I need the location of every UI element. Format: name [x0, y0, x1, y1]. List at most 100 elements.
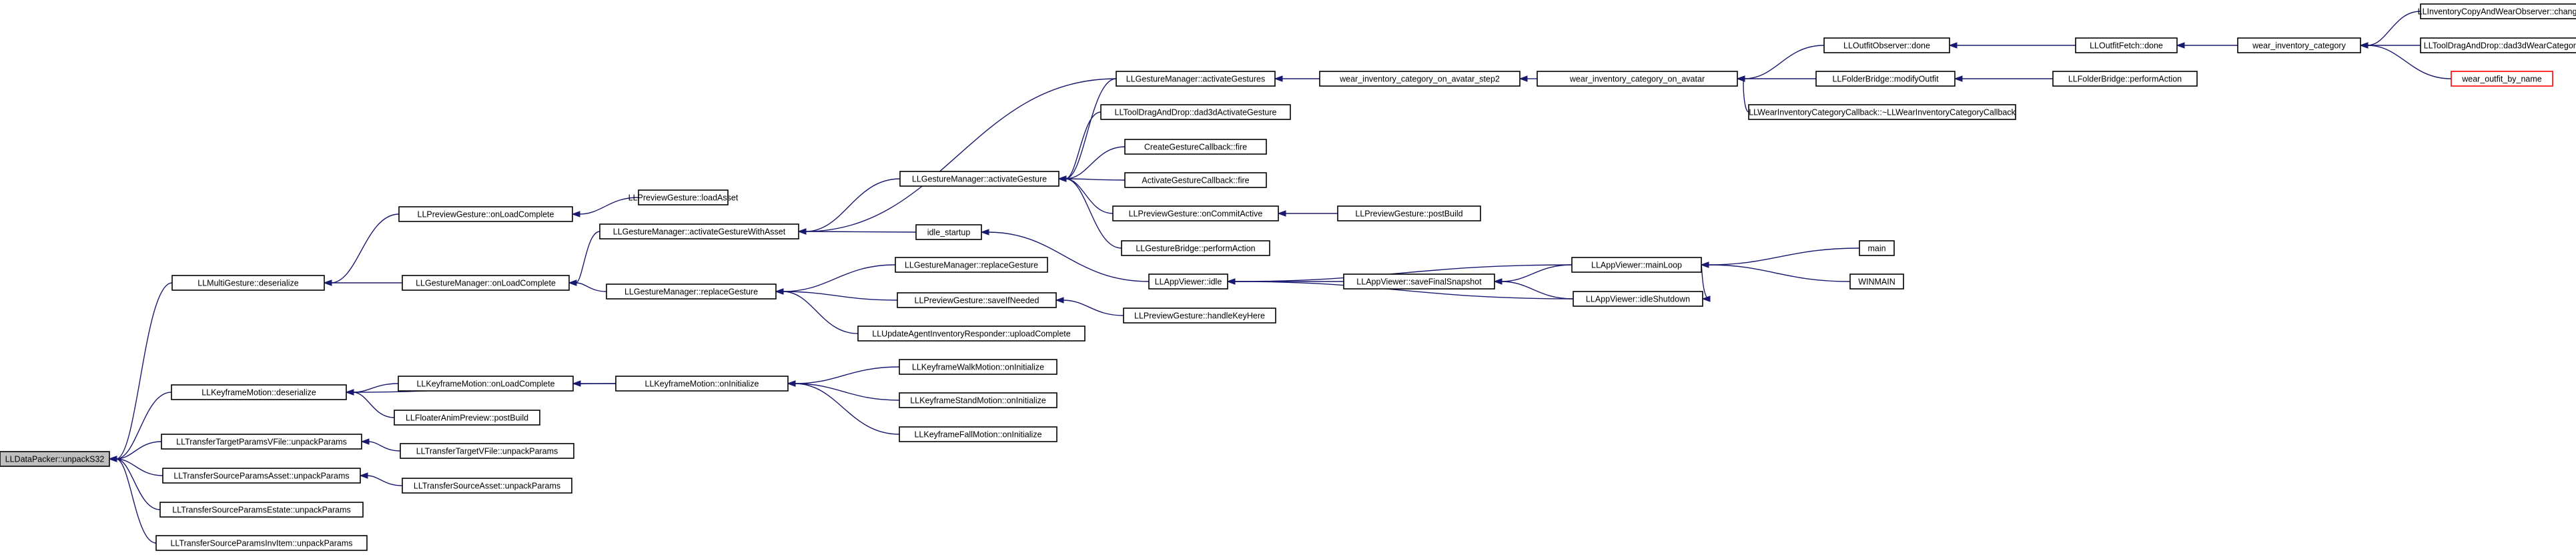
node-box[interactable] — [1116, 71, 1276, 87]
graph-node[interactable]: LLKeyframeStandMotion::onInitialize — [899, 392, 1057, 408]
node-box[interactable] — [155, 535, 368, 551]
node-box[interactable] — [398, 206, 573, 222]
graph-node[interactable]: LLTransferSourceParamsAsset::unpackParam… — [162, 468, 361, 484]
node-box[interactable] — [394, 410, 540, 426]
node-box[interactable] — [171, 275, 325, 291]
node-box[interactable] — [857, 326, 1086, 342]
node-box[interactable] — [615, 376, 789, 392]
graph-node[interactable]: wear_inventory_category_on_avatar_step2 — [1319, 71, 1521, 87]
graph-node[interactable]: LLGestureManager::activateGesture — [899, 171, 1059, 187]
node-box[interactable] — [400, 443, 574, 459]
graph-node[interactable]: LLKeyframeMotion::deserialize — [171, 384, 347, 400]
node-box[interactable] — [1823, 37, 1950, 53]
graph-node[interactable]: LLPreviewGesture::postBuild — [1337, 205, 1481, 221]
node-box[interactable] — [402, 275, 570, 291]
graph-node[interactable]: CreateGestureCallback::fire — [1124, 139, 1267, 155]
graph-node[interactable]: LLTransferSourceParamsInvItem::unpackPar… — [155, 535, 368, 551]
graph-node[interactable]: LLTransferSourceParamsEstate::unpackPara… — [159, 502, 364, 518]
node-box[interactable] — [599, 223, 799, 239]
node-box[interactable] — [161, 434, 362, 450]
graph-node[interactable]: LLPreviewGesture::handleKeyHere — [1123, 308, 1276, 324]
graph-node[interactable]: ActivateGestureCallback::fire — [1124, 172, 1267, 188]
graph-node[interactable]: LLGestureManager::replaceGesture — [895, 257, 1048, 273]
graph-node[interactable]: LLKeyframeFallMotion::onInitialize — [899, 426, 1057, 442]
node-box[interactable] — [1319, 71, 1521, 87]
graph-node[interactable]: LLTransferTargetParamsVFile::unpackParam… — [161, 434, 362, 450]
node-box[interactable] — [1121, 240, 1270, 256]
node-box[interactable] — [1815, 71, 1956, 87]
node-box[interactable] — [1124, 139, 1267, 155]
graph-node[interactable]: LLPreviewGesture::onLoadComplete — [398, 206, 573, 222]
node-box[interactable] — [1537, 71, 1738, 87]
graph-node[interactable]: LLToolDragAndDrop::dad3dWearCategory — [2420, 37, 2576, 53]
graph-node[interactable]: LLFolderBridge::modifyOutfit — [1815, 71, 1956, 87]
graph-node[interactable]: LLKeyframeWalkMotion::onInitialize — [899, 359, 1057, 375]
graph-node[interactable]: LLWearInventoryCategoryCallback::~LLWear… — [1748, 104, 2016, 120]
graph-node[interactable]: LLPreviewGesture::onCommitActive — [1112, 205, 1279, 221]
node-box[interactable] — [159, 502, 364, 518]
node-box[interactable] — [1571, 257, 1702, 273]
node-box[interactable] — [398, 376, 574, 392]
node-box[interactable] — [1124, 172, 1267, 188]
graph-node[interactable]: LLKeyframeMotion::onLoadComplete — [398, 376, 574, 392]
node-box[interactable] — [899, 171, 1059, 187]
graph-node[interactable]: LLAppViewer::idleShutdown — [1573, 291, 1703, 307]
graph-node[interactable]: wear_inventory_category_on_avatar — [1537, 71, 1738, 87]
node-box[interactable] — [606, 284, 777, 300]
graph-node[interactable]: LLDataPacker::unpackS32 — [0, 451, 110, 467]
node-box[interactable] — [1573, 291, 1703, 307]
node-box[interactable] — [1343, 273, 1495, 290]
graph-node[interactable]: main — [1859, 240, 1895, 256]
graph-node[interactable]: LLTransferTargetVFile::unpackParams — [400, 443, 574, 459]
node-box[interactable] — [1112, 205, 1279, 221]
graph-node[interactable]: wear_outfit_by_name — [2451, 71, 2553, 87]
graph-node[interactable]: idle_startup — [915, 224, 982, 240]
graph-node[interactable]: LLOutfitObserver::done — [1823, 37, 1950, 53]
graph-node[interactable]: LLAppViewer::saveFinalSnapshot — [1343, 273, 1495, 290]
node-box[interactable] — [1100, 104, 1291, 120]
graph-node[interactable]: LLGestureBridge::performAction — [1121, 240, 1270, 256]
node-box[interactable] — [895, 257, 1048, 273]
graph-node[interactable]: LLMultiGesture::deserialize — [171, 275, 325, 291]
graph-node[interactable]: LLTransferSourceAsset::unpackParams — [402, 478, 572, 494]
graph-node[interactable]: wear_inventory_category — [2237, 37, 2361, 53]
node-box[interactable] — [1859, 240, 1895, 256]
node-box[interactable] — [162, 468, 361, 484]
node-box[interactable] — [1148, 273, 1228, 290]
graph-node[interactable]: LLGestureManager::activateGestureWithAss… — [599, 223, 799, 239]
node-box[interactable] — [2075, 37, 2178, 53]
graph-node[interactable]: WINMAIN — [1849, 273, 1904, 290]
node-box[interactable] — [899, 426, 1057, 442]
graph-node[interactable]: LLFolderBridge::performAction — [2052, 71, 2198, 87]
node-box[interactable] — [899, 359, 1057, 375]
node-box[interactable] — [1849, 273, 1904, 290]
graph-node[interactable]: LLOutfitFetch::done — [2075, 37, 2178, 53]
node-box[interactable] — [2237, 37, 2361, 53]
node-box[interactable] — [402, 478, 572, 494]
node-box[interactable] — [1123, 308, 1276, 324]
node-box[interactable] — [899, 392, 1057, 408]
node-box[interactable] — [2420, 37, 2576, 53]
node-box[interactable] — [1337, 205, 1481, 221]
node-box[interactable] — [2420, 3, 2576, 19]
graph-node[interactable]: LLGestureManager::activateGestures — [1116, 71, 1276, 87]
graph-node[interactable]: LLPreviewGesture::saveIfNeeded — [897, 292, 1057, 308]
node-box[interactable] — [915, 224, 982, 240]
graph-node[interactable]: LLUpdateAgentInventoryResponder::uploadC… — [857, 326, 1086, 342]
node-box[interactable] — [1748, 104, 2016, 120]
graph-node[interactable]: LLGestureManager::onLoadComplete — [402, 275, 570, 291]
graph-node[interactable]: LLPreviewGesture::loadAsset — [628, 189, 739, 205]
graph-node[interactable]: LLInventoryCopyAndWearObserver::changed — [2418, 3, 2576, 19]
node-box[interactable] — [2451, 71, 2553, 87]
graph-node[interactable]: LLFloaterAnimPreview::postBuild — [394, 410, 540, 426]
graph-node[interactable]: LLAppViewer::mainLoop — [1571, 257, 1702, 273]
node-box[interactable] — [2052, 71, 2198, 87]
node-box[interactable] — [0, 451, 110, 467]
graph-node[interactable]: LLAppViewer::idle — [1148, 273, 1228, 290]
node-box[interactable] — [638, 189, 729, 205]
node-box[interactable] — [897, 292, 1057, 308]
node-box[interactable] — [171, 384, 347, 400]
graph-node[interactable]: LLKeyframeMotion::onInitialize — [615, 376, 789, 392]
graph-node[interactable]: LLGestureManager::replaceGesture — [606, 284, 777, 300]
graph-node[interactable]: LLToolDragAndDrop::dad3dActivateGesture — [1100, 104, 1291, 120]
